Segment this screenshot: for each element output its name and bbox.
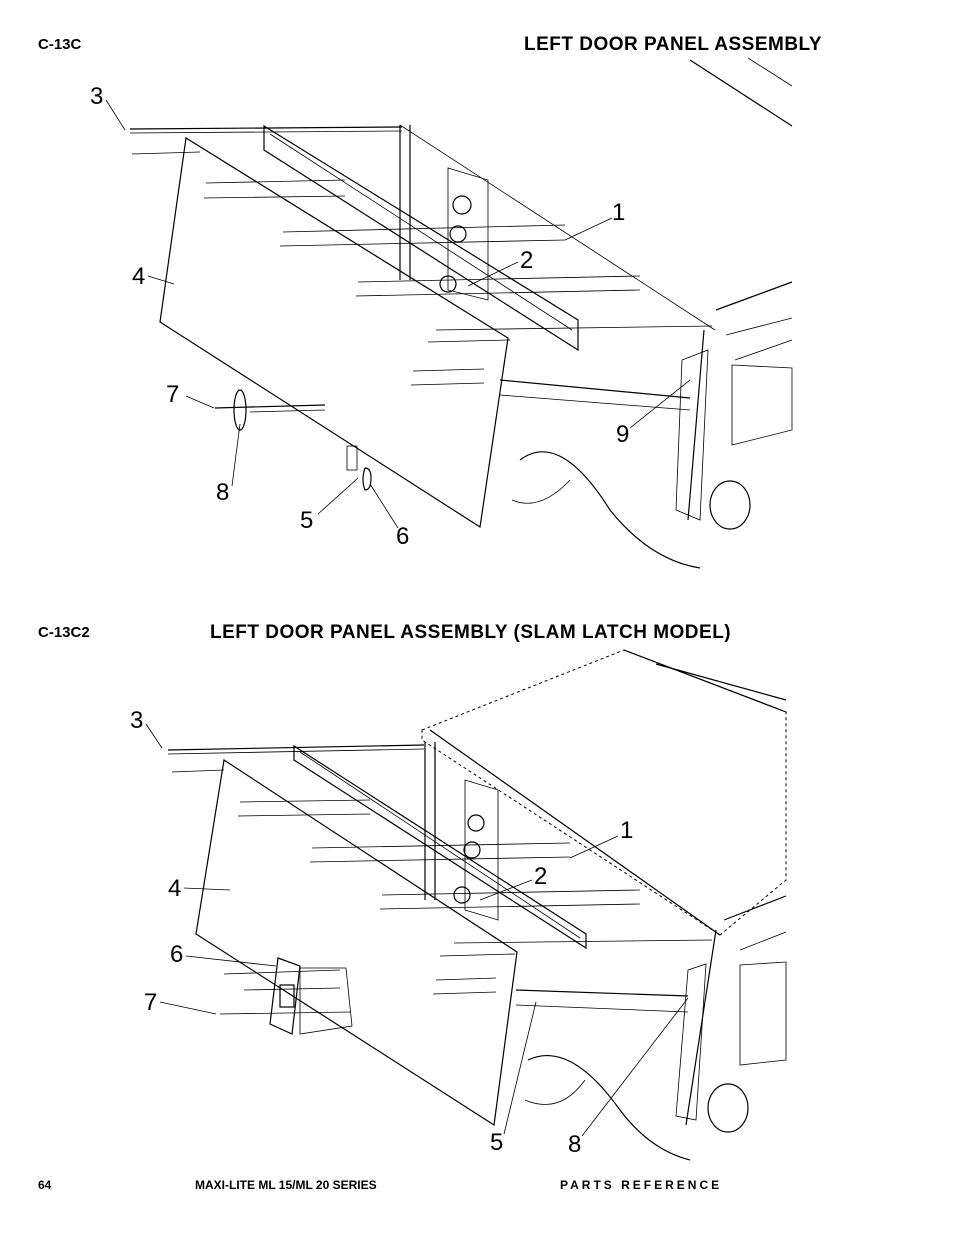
callout-1: 1 <box>620 817 633 844</box>
callout-2: 2 <box>534 863 547 890</box>
section-code: C-13C <box>38 36 82 53</box>
diagram-left-door-panel: 1 2 3 4 5 6 7 8 9 <box>90 57 793 569</box>
callout-7: 7 <box>144 989 157 1016</box>
callout-3: 3 <box>130 707 143 734</box>
callout-5: 5 <box>300 507 313 534</box>
callout-3: 3 <box>90 83 103 110</box>
callout-1: 1 <box>612 199 625 226</box>
callout-6: 6 <box>170 941 183 968</box>
callout-9: 9 <box>616 421 629 448</box>
callout-4: 4 <box>132 263 145 290</box>
callout-6: 6 <box>396 523 409 550</box>
section-title: LEFT DOOR PANEL ASSEMBLY (SLAM LATCH MOD… <box>210 622 732 643</box>
footer-series: MAXI-LITE ML 15/ML 20 SERIES <box>195 1178 377 1192</box>
footer-reference: PARTS REFERENCE <box>560 1178 723 1192</box>
section-code: C-13C2 <box>38 624 90 641</box>
callout-4: 4 <box>168 875 181 902</box>
callout-8: 8 <box>568 1131 581 1158</box>
callout-8: 8 <box>216 479 229 506</box>
page-number: 64 <box>38 1178 52 1192</box>
callout-5: 5 <box>490 1129 503 1156</box>
section-title: LEFT DOOR PANEL ASSEMBLY <box>524 34 823 55</box>
diagram-slam-latch-door-panel: 1 2 3 4 5 6 7 8 <box>130 649 787 1161</box>
callout-2: 2 <box>520 247 533 274</box>
callout-7: 7 <box>166 381 179 408</box>
